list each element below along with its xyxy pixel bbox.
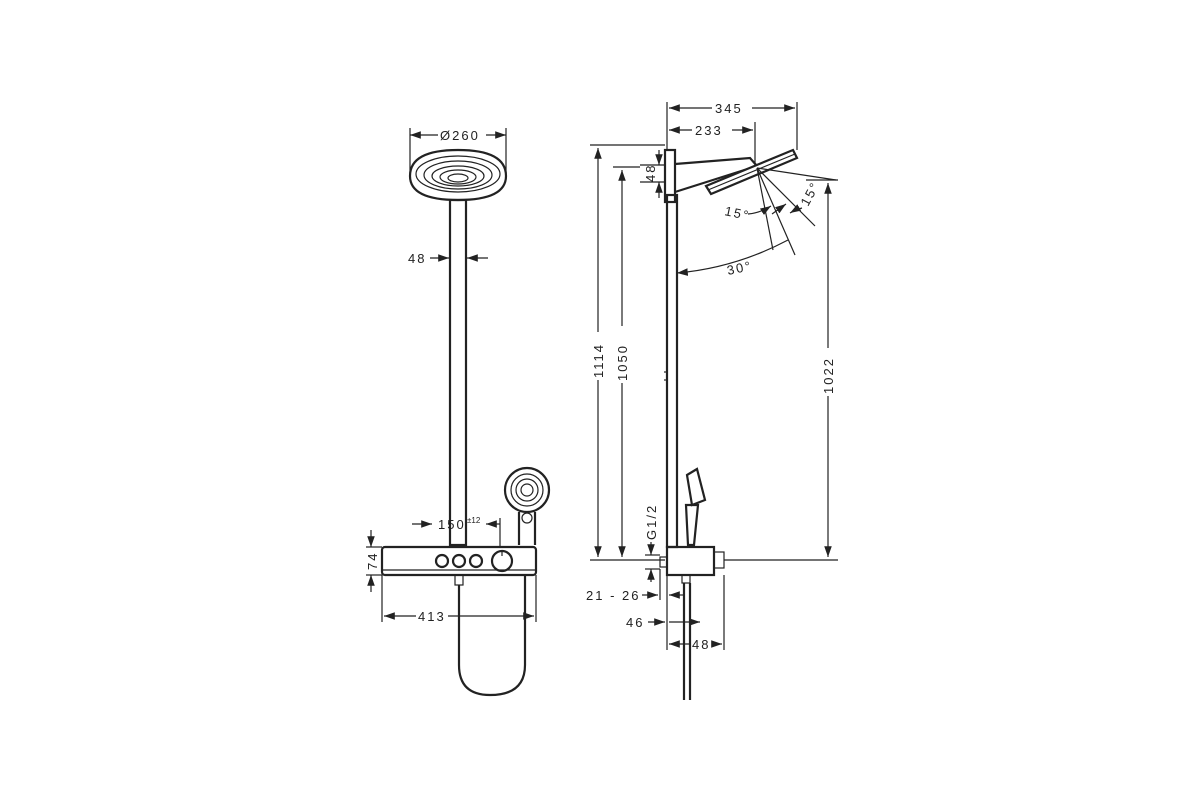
tilt-range-label: 30° [726, 258, 754, 278]
dim-wall-offset: 46 [626, 600, 700, 650]
dim-thermostat-height: 74 [365, 530, 382, 592]
thermostat-spacing-label: 150 [438, 517, 466, 532]
pipe-width-side-label: 48 [692, 637, 710, 652]
thermostat-width-label: 413 [418, 609, 446, 624]
wall-bracket [663, 148, 677, 204]
riser-pipe [448, 198, 468, 547]
pipe-width-front-label: 48 [408, 251, 426, 266]
head-thickness-label: 48 [643, 164, 658, 182]
thermostat-height-label: 74 [365, 552, 380, 570]
projection-total-label: 345 [715, 101, 743, 116]
side-view: 15° 15° 30° 345 [586, 101, 838, 700]
hose-side [682, 583, 692, 700]
total-height-label: 1114 [591, 343, 606, 378]
projection-arm-label: 233 [695, 123, 723, 138]
dim-pipe-width-side: 48 [669, 575, 725, 652]
connection-thread-label: G1/2 [644, 504, 659, 540]
hose [457, 575, 527, 697]
dim-connection-range: 21 - 26 [586, 569, 684, 603]
dim-head-diameter: Ø260 [409, 128, 507, 176]
dim-thermostat-width: 413 [381, 575, 537, 624]
dim-thermostat-spacing: 150 ±12 [412, 516, 501, 547]
overhead-shower-head [408, 148, 508, 202]
hand-shower [503, 466, 551, 545]
overhead-shower-head-side [704, 148, 799, 196]
tilt-angle-lines: 15° 15° 30° [676, 167, 837, 278]
connection-range-label: 21 - 26 [586, 588, 640, 603]
front-view: Ø260 48 150 ±12 74 [365, 128, 551, 697]
thermostat-spacing-tolerance: ±12 [467, 516, 481, 525]
dim-projection-total: 345 [666, 101, 798, 150]
dim-head-thickness: 48 [640, 150, 665, 198]
shower-arm [674, 156, 759, 194]
wall-offset-label: 46 [626, 615, 644, 630]
dim-projection-arm: 233 [669, 122, 756, 166]
dim-connection-thread: G1/2 [644, 504, 660, 582]
thermostat-body-side [659, 545, 725, 584]
head-diameter-label: Ø260 [440, 128, 480, 143]
outlet-height-label: 1022 [821, 357, 836, 394]
tilt-angle-1-label: 15° [723, 203, 751, 223]
dim-total-height: 1114 [590, 144, 665, 561]
tilt-angle-2-label: 15° [797, 179, 822, 209]
dim-outlet-height: 1022 [724, 179, 838, 561]
riser-pipe-side [665, 193, 679, 549]
hand-shower-side [684, 467, 707, 547]
head-height-label: 1050 [615, 344, 630, 381]
dim-pipe-width-front: 48 [408, 251, 488, 266]
dim-head-height: 1050 [613, 166, 640, 557]
thermostat-bar [380, 545, 538, 586]
